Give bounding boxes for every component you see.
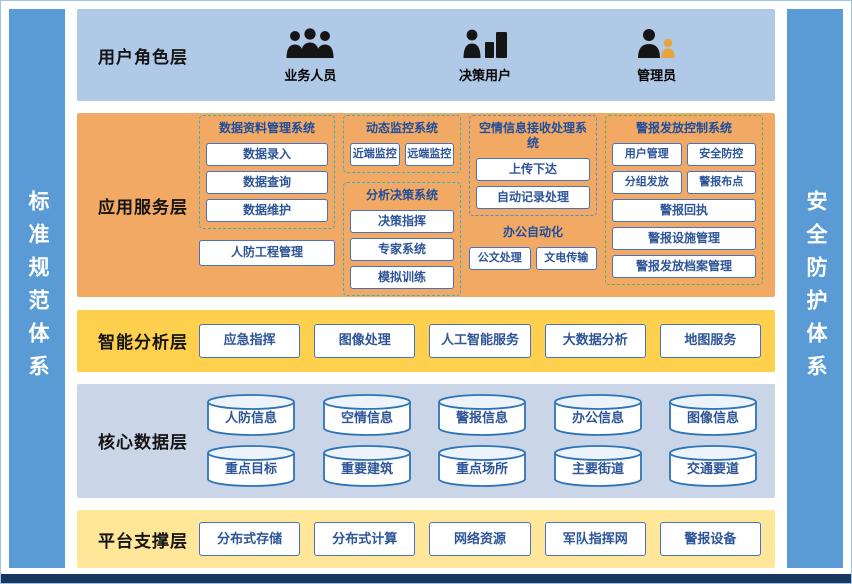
platform-box: 警报设备 <box>659 522 762 556</box>
app-column-3: 空情信息接收处理系统 上传下达 自动记录处理 办公自动化 公文处理 文电传输 <box>469 114 597 270</box>
svg-text:交通要道: 交通要道 <box>687 461 739 476</box>
db-cylinder: 重点目标 <box>203 444 299 488</box>
service-box: 警报发放档案管理 <box>612 254 756 278</box>
group-alarm-control: 警报发放控制系统 用户管理 安全防控 分组发放 警报布点 警报回执 警报设施管理… <box>605 114 763 285</box>
db-cylinder: 主要街道 <box>550 444 646 488</box>
svg-text:重点目标: 重点目标 <box>225 461 277 476</box>
service-box: 警报设施管理 <box>612 226 756 250</box>
group-title: 办公自动化 <box>502 224 563 239</box>
svg-text:警报信息: 警报信息 <box>456 410 508 425</box>
core-data-rows: 人防信息 空情信息 警报信息 办公信息 图像信息 重点目标 重要建筑 重点场所 … <box>199 391 765 490</box>
business-people-icon <box>286 27 334 58</box>
platform-box: 分布式计算 <box>314 522 416 556</box>
group-title: 数据资料管理系统 <box>218 120 315 135</box>
db-cylinder: 交通要道 <box>665 444 761 488</box>
intel-services: 应急指挥 图像处理 人工智能服务 大数据分析 地图服务 <box>199 323 765 358</box>
decision-user-icon <box>463 29 507 58</box>
service-box: 决策指挥 <box>350 209 454 233</box>
group-title: 警报发放控制系统 <box>635 120 732 135</box>
layer-app-service: 应用服务层 数据资料管理系统 数据录入 数据查询 数据维护 人防工程管理 动态监… <box>77 113 775 298</box>
service-box-civil-defense: 人防工程管理 <box>199 239 335 266</box>
svg-text:空情信息: 空情信息 <box>340 410 392 425</box>
svg-text:人防信息: 人防信息 <box>225 410 277 425</box>
right-pillar-label: 安全防护体系 <box>804 189 827 388</box>
admin-icon <box>637 28 675 58</box>
group-title: 动态监控系统 <box>365 120 438 135</box>
service-box: 远端监控 <box>404 142 454 166</box>
group-analysis-decision: 分析决策系统 决策指挥 专家系统 模拟训练 <box>343 181 461 296</box>
app-column-1: 数据资料管理系统 数据录入 数据查询 数据维护 人防工程管理 <box>199 114 335 266</box>
layer-user-role: 用户角色层 业务人员 <box>77 9 775 101</box>
service-box: 上传下达 <box>476 157 590 181</box>
service-box: 分组发放 <box>612 170 682 194</box>
group-title: 分析决策系统 <box>365 187 438 202</box>
platform-resources: 分布式存储 分布式计算 网络资源 军队指挥网 警报设备 <box>199 522 765 556</box>
role-label: 管理员 <box>637 67 677 83</box>
service-box: 公文处理 <box>469 246 531 270</box>
app-service-columns: 数据资料管理系统 数据录入 数据查询 数据维护 人防工程管理 动态监控系统 近端… <box>199 114 765 296</box>
core-data-row-1: 人防信息 空情信息 警报信息 办公信息 图像信息 <box>203 393 761 437</box>
db-cylinder: 图像信息 <box>665 393 761 437</box>
role-label: 决策用户 <box>459 67 512 83</box>
app-column-4: 警报发放控制系统 用户管理 安全防控 分组发放 警报布点 警报回执 警报设施管理… <box>605 114 763 285</box>
bottom-border-strip <box>1 574 851 583</box>
svg-text:主要街道: 主要街道 <box>571 461 623 476</box>
layer-core-data: 核心数据层 人防信息 空情信息 警报信息 办公信息 图像信息 重点目标 重要建筑… <box>77 383 775 498</box>
left-pillar-standards: 标准规范体系 <box>9 9 65 568</box>
svg-text:办公信息: 办公信息 <box>571 410 623 425</box>
platform-box: 军队指挥网 <box>544 522 646 556</box>
group-dynamic-monitoring: 动态监控系统 近端监控 远端监控 <box>343 114 461 173</box>
service-box: 安全防控 <box>686 142 756 166</box>
role-list: 业务人员 决策用户 <box>199 27 765 84</box>
service-box: 数据录入 <box>206 142 328 166</box>
layer-intel-title: 智能分析层 <box>98 333 188 352</box>
layer-platform-title: 平台支撑层 <box>98 531 188 551</box>
svg-text:重点场所: 重点场所 <box>456 461 508 476</box>
group-title: 空情信息接收处理系统 <box>478 120 587 150</box>
layer-platform-support: 平台支撑层 分布式存储 分布式计算 网络资源 军队指挥网 警报设备 <box>77 510 775 568</box>
service-box: 专家系统 <box>350 237 454 261</box>
db-cylinder: 重要建筑 <box>319 444 415 488</box>
db-cylinder: 人防信息 <box>203 393 299 437</box>
service-box: 文电传输 <box>535 246 597 270</box>
intel-box: 图像处理 <box>314 323 416 358</box>
db-cylinder: 警报信息 <box>434 393 530 437</box>
right-pillar-security: 安全防护体系 <box>787 9 843 568</box>
group-office-automation: 办公自动化 公文处理 文电传输 <box>469 225 597 270</box>
service-box: 数据查询 <box>206 170 328 194</box>
db-cylinder: 重点场所 <box>434 444 530 488</box>
group-data-management: 数据资料管理系统 数据录入 数据查询 数据维护 <box>199 114 335 229</box>
layer-user-role-title: 用户角色层 <box>98 47 188 67</box>
intel-box: 地图服务 <box>659 323 762 358</box>
service-box: 近端监控 <box>350 142 400 166</box>
role-business: 业务人员 <box>284 27 336 84</box>
service-box: 警报回执 <box>612 198 756 222</box>
svg-text:图像信息: 图像信息 <box>687 410 739 425</box>
layer-intelligent-analysis: 智能分析层 应急指挥 图像处理 人工智能服务 大数据分析 地图服务 <box>77 309 775 372</box>
db-cylinder: 空情信息 <box>319 393 415 437</box>
intel-box: 人工智能服务 <box>429 323 531 358</box>
core-data-row-2: 重点目标 重要建筑 重点场所 主要街道 交通要道 <box>203 444 761 488</box>
service-box: 警报布点 <box>686 170 756 194</box>
service-box: 自动记录处理 <box>476 185 590 209</box>
service-box: 数据维护 <box>206 198 328 222</box>
db-cylinder: 办公信息 <box>550 393 646 437</box>
role-decision: 决策用户 <box>459 27 511 84</box>
service-box: 用户管理 <box>612 142 682 166</box>
layer-app-service-title: 应用服务层 <box>98 197 188 217</box>
intel-box: 大数据分析 <box>544 323 646 358</box>
intel-box: 应急指挥 <box>199 323 301 358</box>
role-label: 业务人员 <box>284 67 337 83</box>
layers-stack: 用户角色层 业务人员 <box>77 9 775 568</box>
group-air-situation: 空情信息接收处理系统 上传下达 自动记录处理 <box>469 114 597 216</box>
platform-box: 分布式存储 <box>199 522 301 556</box>
role-admin: 管理员 <box>634 27 680 84</box>
platform-box: 网络资源 <box>429 522 531 556</box>
svg-text:重要建筑: 重要建筑 <box>340 461 392 476</box>
layer-core-title: 核心数据层 <box>98 433 188 453</box>
service-box: 模拟训练 <box>350 265 454 289</box>
app-column-2: 动态监控系统 近端监控 远端监控 分析决策系统 决策指挥 专家系统 模拟训练 <box>343 114 461 296</box>
left-pillar-label: 标准规范体系 <box>26 189 49 388</box>
